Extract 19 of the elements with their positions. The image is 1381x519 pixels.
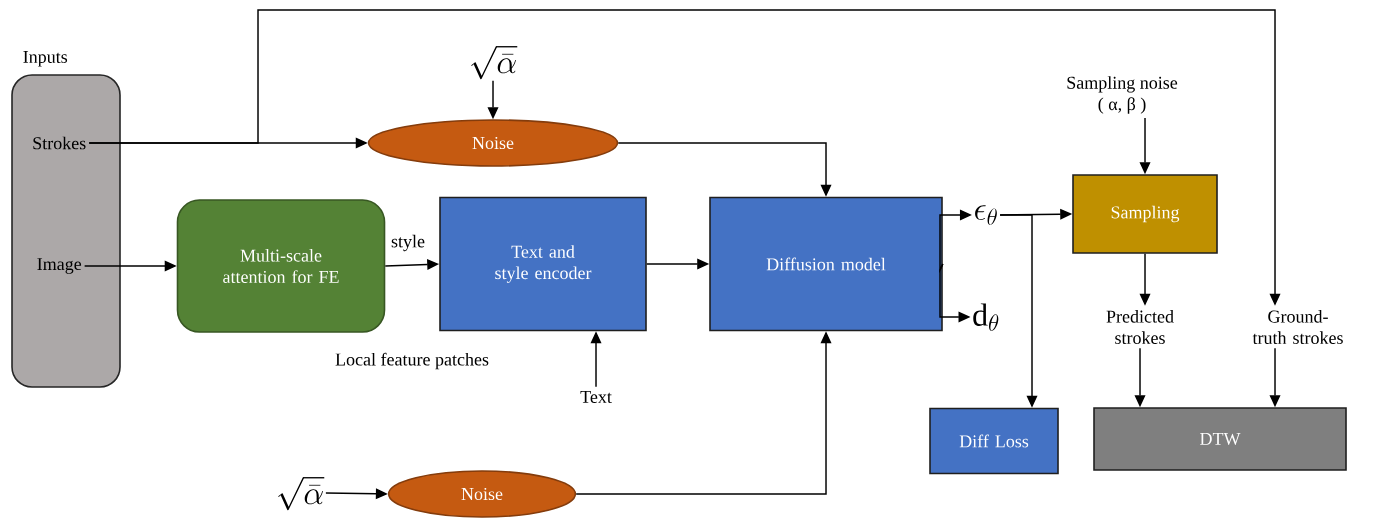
output-text: Predicted strokes: [1106, 310, 1174, 344]
process-box: Text and style encoder: [439, 196, 647, 332]
input-text: Text: [580, 391, 612, 403]
input-label: Strokes: [33, 136, 86, 150]
note-text: Local feature patches: [335, 352, 489, 370]
process-box: Diffusion model: [709, 196, 943, 332]
node-label: Inputs: [23, 50, 68, 67]
input-text: Sampling noise ( α, β ): [1067, 76, 1178, 114]
formula: $\sqrt{\bar{\alpha}}$: [471, 46, 518, 80]
process-box: Multi-scale attention for FE: [176, 199, 386, 333]
formula: $\epsilon_{\theta}$: [975, 205, 997, 225]
metric-box: DTW: [1093, 407, 1347, 471]
loss-box: Diff Loss: [929, 407, 1059, 475]
formula: $\mathrm{d}_{\theta}$: [973, 303, 999, 331]
output-text: Ground-truth strokes: [1252, 310, 1343, 344]
process-box: Sampling: [1072, 174, 1218, 254]
input-label: Image: [37, 258, 82, 274]
formula: $\sqrt{\bar{\alpha}}$: [278, 477, 325, 511]
edge-label: style: [389, 233, 427, 253]
